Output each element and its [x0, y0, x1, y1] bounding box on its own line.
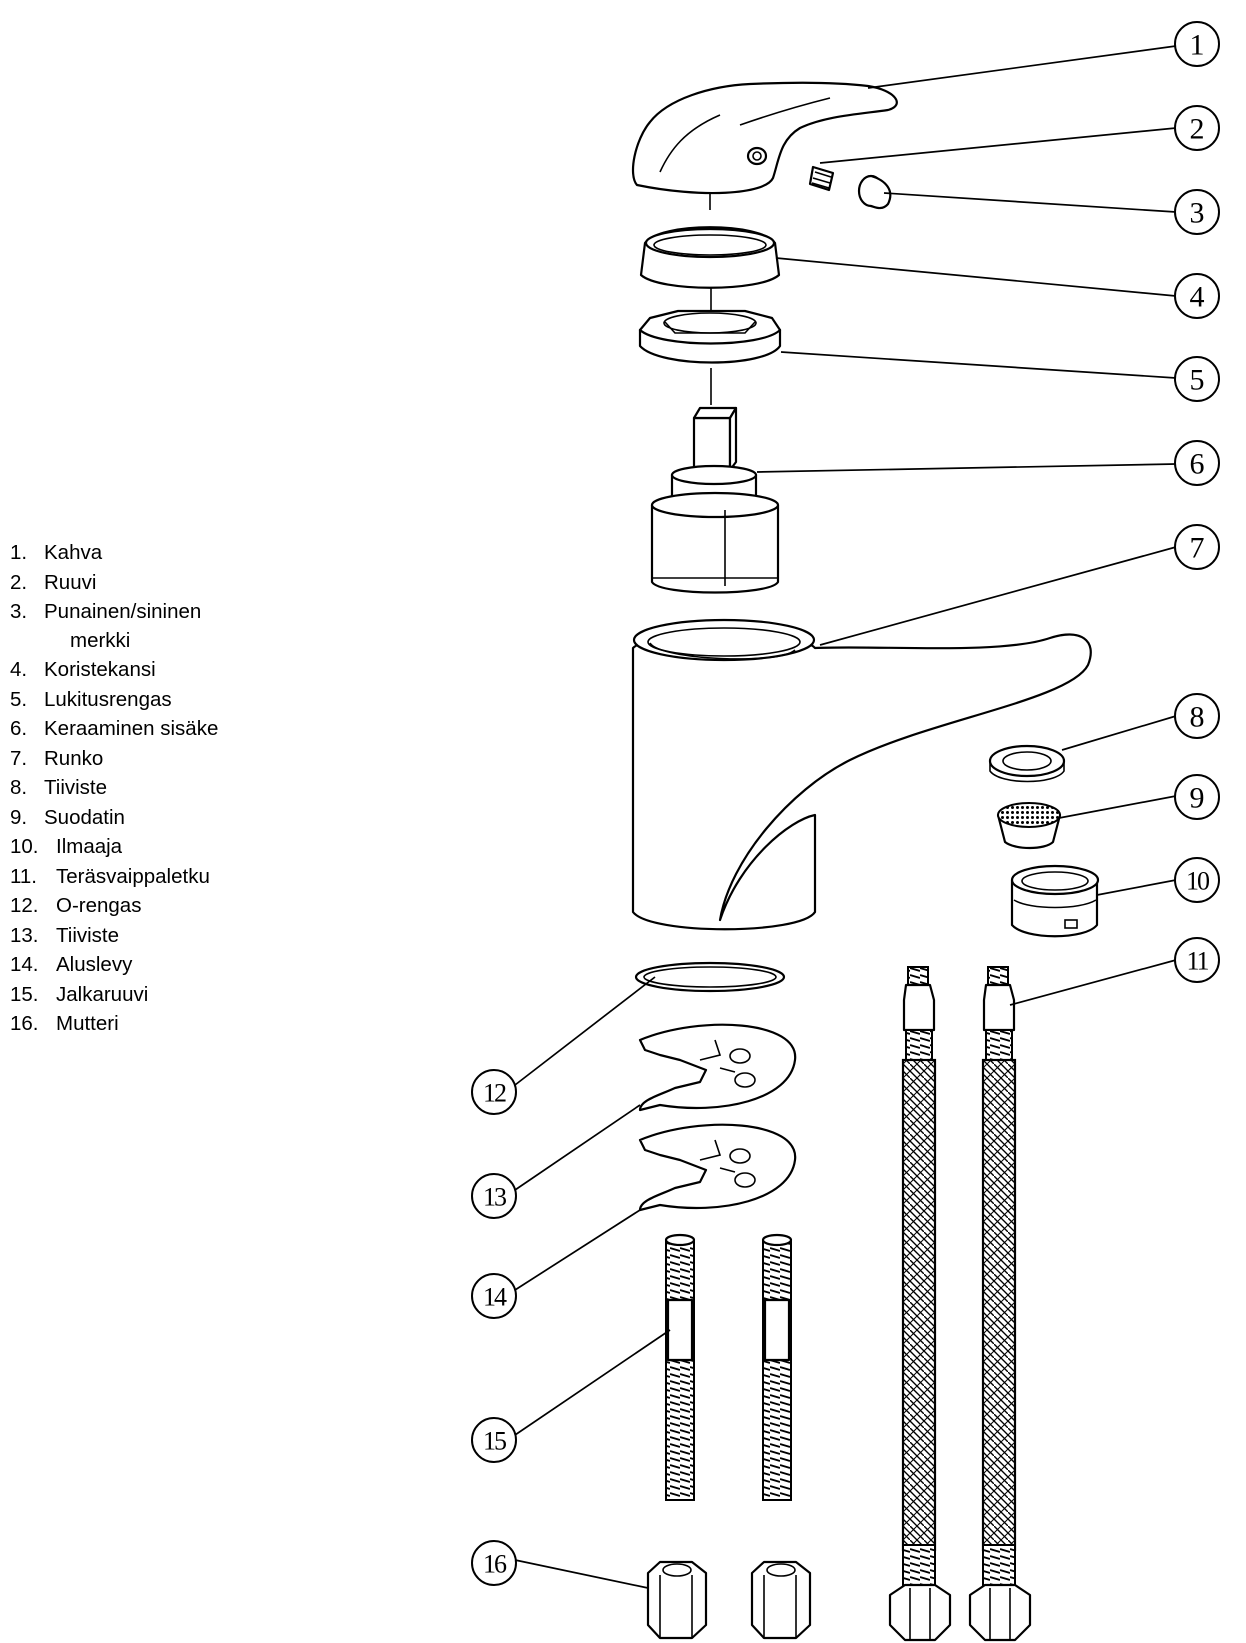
svg-text:12: 12: [483, 1079, 506, 1108]
svg-text:10: 10: [1186, 867, 1210, 896]
seal-part: [988, 744, 1066, 783]
legend-item-14: 14.Aluslevy: [10, 953, 133, 976]
svg-text:8: 8: [1190, 701, 1205, 734]
callout-8: 8: [1174, 693, 1220, 739]
callout-13: 13: [471, 1173, 517, 1219]
callout-16: 16: [471, 1540, 517, 1586]
decorative-cover-part: [639, 226, 781, 289]
braided-hose-left: [888, 966, 952, 1642]
o-ring-part: [634, 961, 786, 993]
legend-item-5: 5.Lukitusrengas: [10, 687, 172, 711]
svg-text:14: 14: [483, 1283, 507, 1312]
legend-item-11: 11.Teräsvaippaletku: [10, 864, 210, 888]
callout-3: 3: [1174, 189, 1220, 235]
callout-6: 6: [1174, 440, 1220, 486]
stud-bolt-right: [761, 1233, 793, 1501]
svg-text:5: 5: [1190, 364, 1205, 397]
svg-text:6: 6: [1190, 448, 1205, 481]
screw-part: [808, 165, 835, 192]
callout-7: 7: [1174, 524, 1220, 570]
legend-item-10: 10.Ilmaaja: [10, 835, 123, 858]
braided-hose-right: [968, 966, 1032, 1642]
svg-text:16: 16: [483, 1550, 507, 1579]
legend-item-16: 16.Mutteri: [10, 1012, 119, 1035]
faucet-body-part: [631, 618, 1092, 931]
svg-text:9: 9: [1190, 782, 1205, 815]
legend-item-6: 6.Keraaminen sisäke: [10, 717, 219, 740]
svg-text:13: 13: [483, 1183, 506, 1212]
legend-item-8: 8.Tiiviste: [10, 776, 108, 799]
marker-cap-part: [857, 174, 892, 210]
callout-5: 5: [1174, 356, 1220, 402]
handle-part: [631, 81, 898, 195]
legend-item-9: 9.Suodatin: [10, 805, 125, 829]
legend-item-2: 2.Ruuvi: [10, 570, 97, 594]
locking-ring-part: [638, 309, 782, 364]
svg-text:15: 15: [483, 1427, 506, 1456]
legend-item-4: 4.Koristekansi: [10, 658, 156, 681]
legend-item-12: 12.O-rengas: [10, 894, 142, 917]
svg-text:3: 3: [1190, 197, 1205, 230]
svg-text:4: 4: [1190, 281, 1205, 314]
aerator-part: [1010, 864, 1100, 938]
legend-item-1: 1.Kahva: [10, 541, 103, 564]
gasket-part: [638, 1023, 797, 1112]
stud-bolt-left: [664, 1233, 696, 1501]
callout-14: 14: [471, 1273, 517, 1319]
nut-left: [646, 1560, 708, 1640]
callout-9: 9: [1174, 774, 1220, 820]
callout-2: 2: [1174, 105, 1220, 151]
filter-part: [996, 802, 1062, 850]
callout-4: 4: [1174, 273, 1220, 319]
callout-1: 1: [1174, 21, 1220, 67]
washer-plate-part: [638, 1123, 797, 1212]
ceramic-cartridge-part: [650, 406, 780, 594]
nut-right: [750, 1560, 812, 1640]
legend-item-7: 7.Runko: [10, 746, 104, 770]
legend-item-15: 15.Jalkaruuvi: [10, 982, 149, 1006]
svg-text:7: 7: [1190, 532, 1205, 565]
svg-text:11: 11: [1186, 947, 1208, 976]
callout-12: 12: [471, 1069, 517, 1115]
svg-text:1: 1: [1190, 29, 1205, 62]
callout-10: 10: [1174, 857, 1220, 903]
callout-15: 15: [471, 1417, 517, 1463]
legend-item-13: 13.Tiiviste: [10, 923, 120, 947]
svg-text:2: 2: [1190, 113, 1205, 146]
callout-11: 11: [1174, 937, 1220, 983]
